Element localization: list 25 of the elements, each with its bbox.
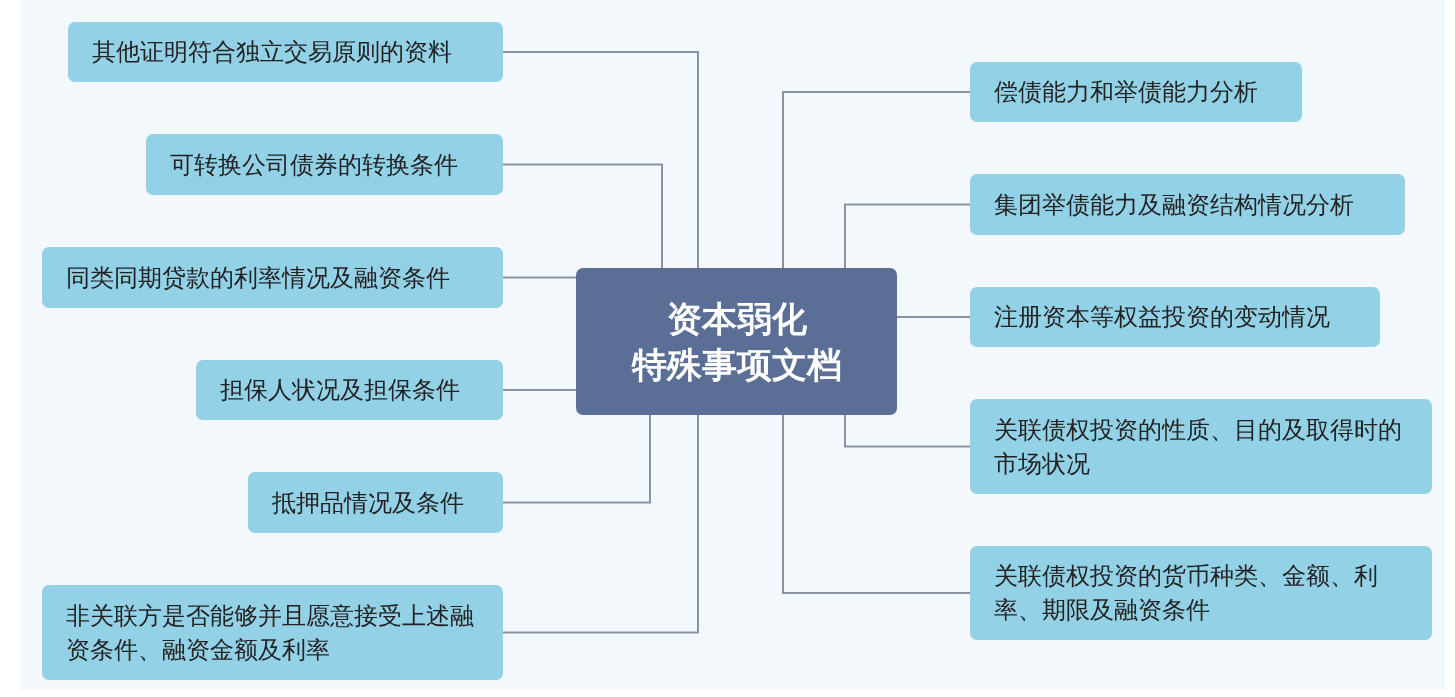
topic-box: 同类同期贷款的利率情况及融资条件 (42, 247, 503, 308)
topic-box: 注册资本等权益投资的变动情况 (970, 287, 1380, 347)
central-title: 资本弱化 (666, 297, 807, 341)
central-title: 特殊事项文档 (631, 343, 842, 387)
connector-line (896, 316, 971, 318)
connector-line (502, 414, 651, 504)
connector-line (844, 414, 971, 448)
connector-line (844, 203, 971, 269)
connector-line (782, 91, 971, 269)
central-topic-box (576, 268, 897, 415)
topic-box: 可转换公司债券的转换条件 (146, 134, 503, 195)
connector-line (502, 389, 577, 391)
connector-line (502, 163, 663, 269)
topic-box: 抵押品情况及条件 (248, 472, 503, 533)
connector-line (502, 51, 699, 269)
topic-box: 非关联方是否能够并且愿意接受上述融资条件、融资金额及利率 (42, 585, 503, 680)
topic-box: 担保人状况及担保条件 (196, 360, 503, 420)
topic-box: 关联债权投资的货币种类、金额、利率、期限及融资条件 (970, 546, 1432, 640)
topic-box: 关联债权投资的性质、目的及取得时的市场状况 (970, 399, 1432, 494)
connector-line (502, 414, 699, 634)
connector-line (782, 414, 971, 594)
topic-box: 偿债能力和举债能力分析 (970, 62, 1302, 122)
topic-box: 集团举债能力及融资结构情况分析 (970, 174, 1405, 235)
topic-box: 其他证明符合独立交易原则的资料 (68, 22, 503, 82)
connector-line (502, 276, 577, 279)
